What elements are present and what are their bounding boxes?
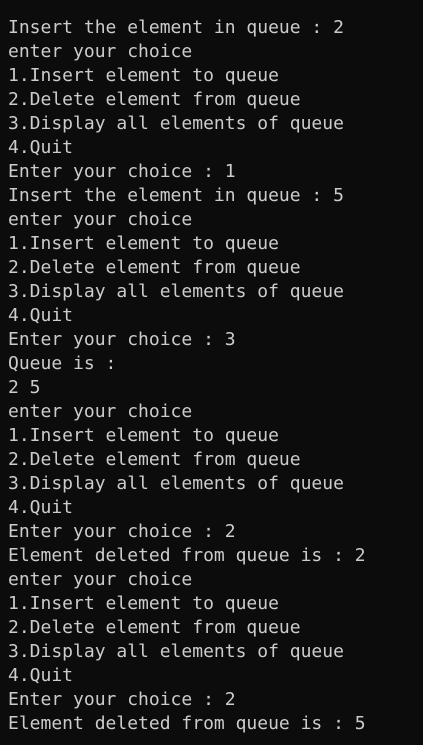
output-line: Insert the element in queue : 2 <box>8 17 344 38</box>
output-line: 2.Delete element from queue <box>8 257 301 278</box>
output-line: 1.Insert element to queue <box>8 425 279 446</box>
output-line: Insert the element in queue : 5 <box>8 185 344 206</box>
output-line: Enter your choice : 2 <box>8 689 236 710</box>
output-line: 2.Delete element from queue <box>8 617 301 638</box>
output-line: 4.Quit <box>8 305 74 326</box>
output-line: 3.Display all elements of queue <box>8 641 344 662</box>
output-line: 4.Quit <box>8 665 74 686</box>
output-line: enter your choice <box>8 41 193 62</box>
output-line: 3.Display all elements of queue <box>8 113 344 134</box>
output-line: 2 5 <box>8 377 41 398</box>
output-line: enter your choice <box>8 401 193 422</box>
output-line: enter your choice <box>8 209 193 230</box>
output-line: 2.Delete element from queue <box>8 89 301 110</box>
output-line: 3.Display all elements of queue <box>8 281 344 302</box>
output-line: Queue is : <box>8 353 117 374</box>
output-line: Element deleted from queue is : 2 <box>8 545 366 566</box>
output-line: 4.Quit <box>8 137 74 158</box>
output-line: Element deleted from queue is : 5 <box>8 713 366 734</box>
output-line: Enter your choice : 3 <box>8 329 236 350</box>
output-line: 3.Display all elements of queue <box>8 473 344 494</box>
output-line: 1.Insert element to queue <box>8 593 279 614</box>
output-line: 1.Insert element to queue <box>8 65 279 86</box>
output-line: Enter your choice : 1 <box>8 161 236 182</box>
output-line: 1.Insert element to queue <box>8 233 279 254</box>
output-line: 4.Quit <box>8 497 74 518</box>
output-line: enter your choice <box>8 569 193 590</box>
output-line: Enter your choice : 2 <box>8 521 236 542</box>
output-line: 2.Delete element from queue <box>8 449 301 470</box>
